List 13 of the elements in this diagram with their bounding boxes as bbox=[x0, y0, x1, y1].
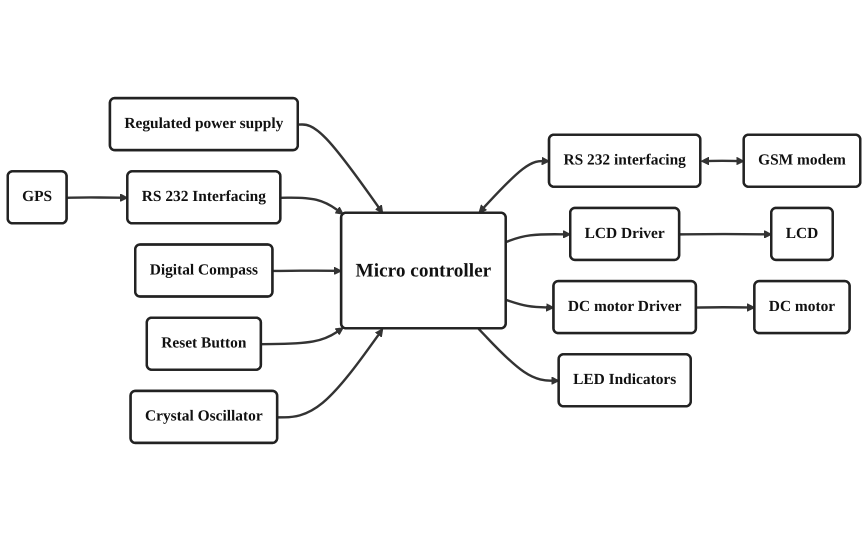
arrow bbox=[478, 156, 550, 214]
arrow bbox=[298, 123, 384, 214]
arrow bbox=[506, 230, 572, 244]
arrow bbox=[680, 230, 772, 239]
arrow bbox=[280, 196, 344, 215]
arrow bbox=[478, 328, 560, 385]
arrow bbox=[700, 156, 745, 166]
arrow bbox=[261, 327, 344, 346]
arrow bbox=[506, 298, 554, 312]
arrow bbox=[272, 266, 342, 276]
arrow bbox=[278, 328, 384, 419]
arrow bbox=[67, 193, 128, 202]
arrow bbox=[696, 303, 756, 312]
